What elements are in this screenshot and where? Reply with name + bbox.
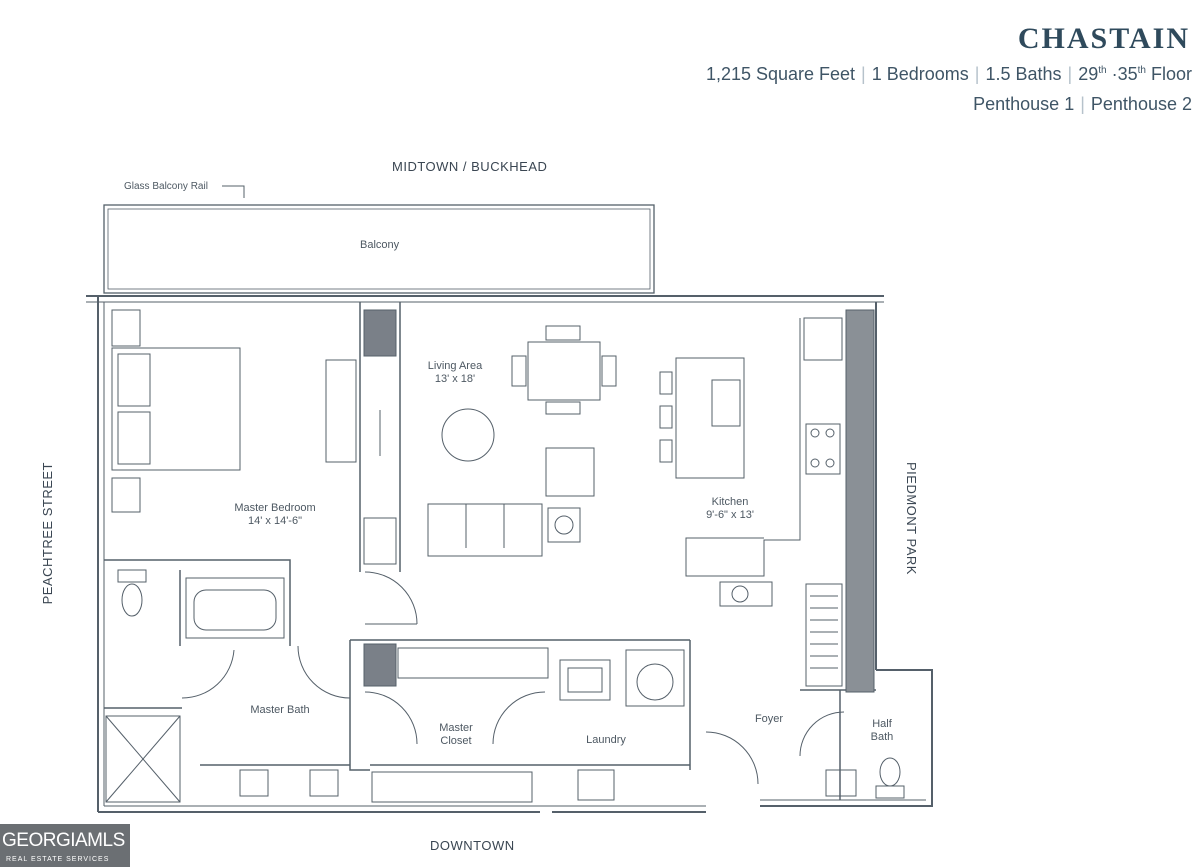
bedroom-furniture <box>111 309 357 513</box>
plan-title: CHASTAIN <box>1017 22 1190 55</box>
master-bath-label: Master Bath <box>250 704 310 716</box>
south-label: DOWNTOWN <box>430 838 515 853</box>
bath-fixtures <box>105 569 905 803</box>
balcony-outline <box>103 185 655 294</box>
logo-tagline: REAL ESTATE SERVICES <box>6 856 110 863</box>
interior-walls <box>104 302 876 800</box>
floors-text: 29th ·35th Floor <box>1078 64 1192 84</box>
kitchen-fixtures <box>659 309 875 693</box>
georgia-mls-logo: GEORGIAMLS REAL ESTATE SERVICES <box>0 824 130 867</box>
balcony-label: Balcony <box>360 239 400 251</box>
living-furniture <box>363 309 617 565</box>
north-label: MIDTOWN / BUCKHEAD <box>392 159 548 174</box>
penthouse-2-text: Penthouse 2 <box>1090 94 1192 114</box>
east-label: PIEDMONT PARK <box>904 462 919 575</box>
logo-name: GEORGIAMLS <box>2 830 125 851</box>
foyer-label: Foyer <box>754 713 784 725</box>
penthouse-1-text: Penthouse 1 <box>973 94 1075 114</box>
door-swings <box>181 571 845 785</box>
bedrooms-text: 1 Bedrooms <box>871 64 969 84</box>
sqft-text: 1,215 Square Feet <box>705 64 856 84</box>
exterior-walls <box>86 295 933 813</box>
glass-rail-label: Glass Balcony Rail <box>124 181 208 192</box>
baths-text: 1.5 Baths <box>985 64 1062 84</box>
closet-laundry <box>363 643 685 803</box>
laundry-label: Laundry <box>586 734 626 746</box>
plan-specs: 1,215 Square Feet|1 Bedrooms|1.5 Baths|2… <box>705 64 1192 84</box>
penthouse-line: Penthouse 1|Penthouse 2 <box>973 94 1192 114</box>
